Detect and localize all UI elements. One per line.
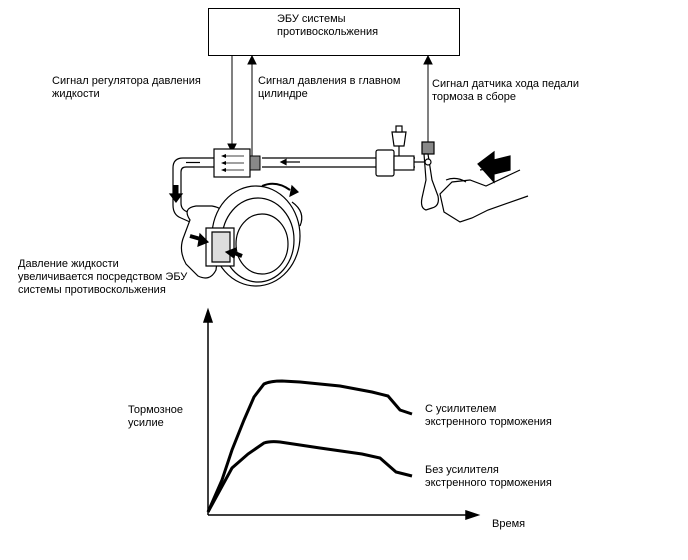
master-cylinder-signal-line2: цилиндре	[258, 88, 308, 100]
regulator-signal-line2: жидкости	[52, 88, 100, 100]
master-cylinder-signal-label: Сигнал давления в главном цилиндре	[258, 75, 400, 101]
x-axis-arrow	[465, 509, 481, 521]
foot-illustration	[439, 150, 529, 223]
fluid-pressure-line1: Давление жидкости	[18, 258, 119, 270]
brake-pedal	[414, 141, 439, 211]
ecu-title-line2: противоскольжения	[277, 26, 379, 38]
pedal-sensor-signal-arrow	[423, 54, 433, 65]
signal-lines	[227, 54, 433, 156]
regulator-signal-label: Сигнал регулятора давления жидкости	[52, 75, 201, 101]
chart-axes	[202, 307, 481, 521]
chart-y-label-line1: Тормозное	[128, 404, 184, 416]
chart-y-label-line2: усилие	[128, 417, 164, 429]
without-assist-line2: экстренного торможения	[425, 477, 552, 489]
pedal-sensor-signal-line2: тормоза в сборе	[432, 91, 516, 103]
curve-with-assist	[206, 379, 413, 513]
master-cylinder-signal-line1: Сигнал давления в главном	[258, 75, 401, 87]
pedal-sensor-signal-line1: Сигнал датчика хода педали	[432, 78, 579, 90]
master-pressure-signal-arrow	[247, 54, 257, 65]
with-assist-line2: экстренного торможения	[425, 416, 552, 428]
brake-disc-assembly	[180, 182, 303, 287]
pressure-regulator	[213, 148, 261, 178]
fluid-pressure-label: Давление жидкости увеличивается посредст…	[18, 258, 187, 297]
chart-y-label: Тормозное усилие	[128, 404, 183, 430]
ecu-title: ЭБУ системы противоскольжения	[277, 13, 378, 39]
fluid-pressure-line3: системы противоскольжения	[18, 284, 166, 296]
master-cylinder	[375, 125, 415, 177]
fluid-pressure-line2: увеличивается посредством ЭБУ	[18, 271, 188, 283]
chart-x-label: Время	[492, 518, 526, 530]
with-assist-label: С усилителем экстренного торможения	[425, 403, 552, 429]
ecu-box: ЭБУ системы противоскольжения	[208, 8, 460, 56]
regulator-signal-line1: Сигнал регулятора давления	[52, 75, 201, 87]
hydraulic-pipe	[168, 157, 415, 223]
without-assist-label: Без усилителя экстренного торможения	[425, 464, 552, 490]
ecu-title-line1: ЭБУ системы	[277, 13, 346, 25]
without-assist-line1: Без усилителя	[425, 464, 499, 476]
with-assist-line1: С усилителем	[425, 403, 497, 415]
pedal-sensor-signal-label: Сигнал датчика хода педали тормоза в сбо…	[432, 78, 579, 104]
regulator-signal-arrow	[227, 143, 237, 154]
curve-without-assist	[206, 440, 413, 513]
y-axis-arrow	[202, 307, 214, 323]
push-arrow	[477, 150, 511, 184]
